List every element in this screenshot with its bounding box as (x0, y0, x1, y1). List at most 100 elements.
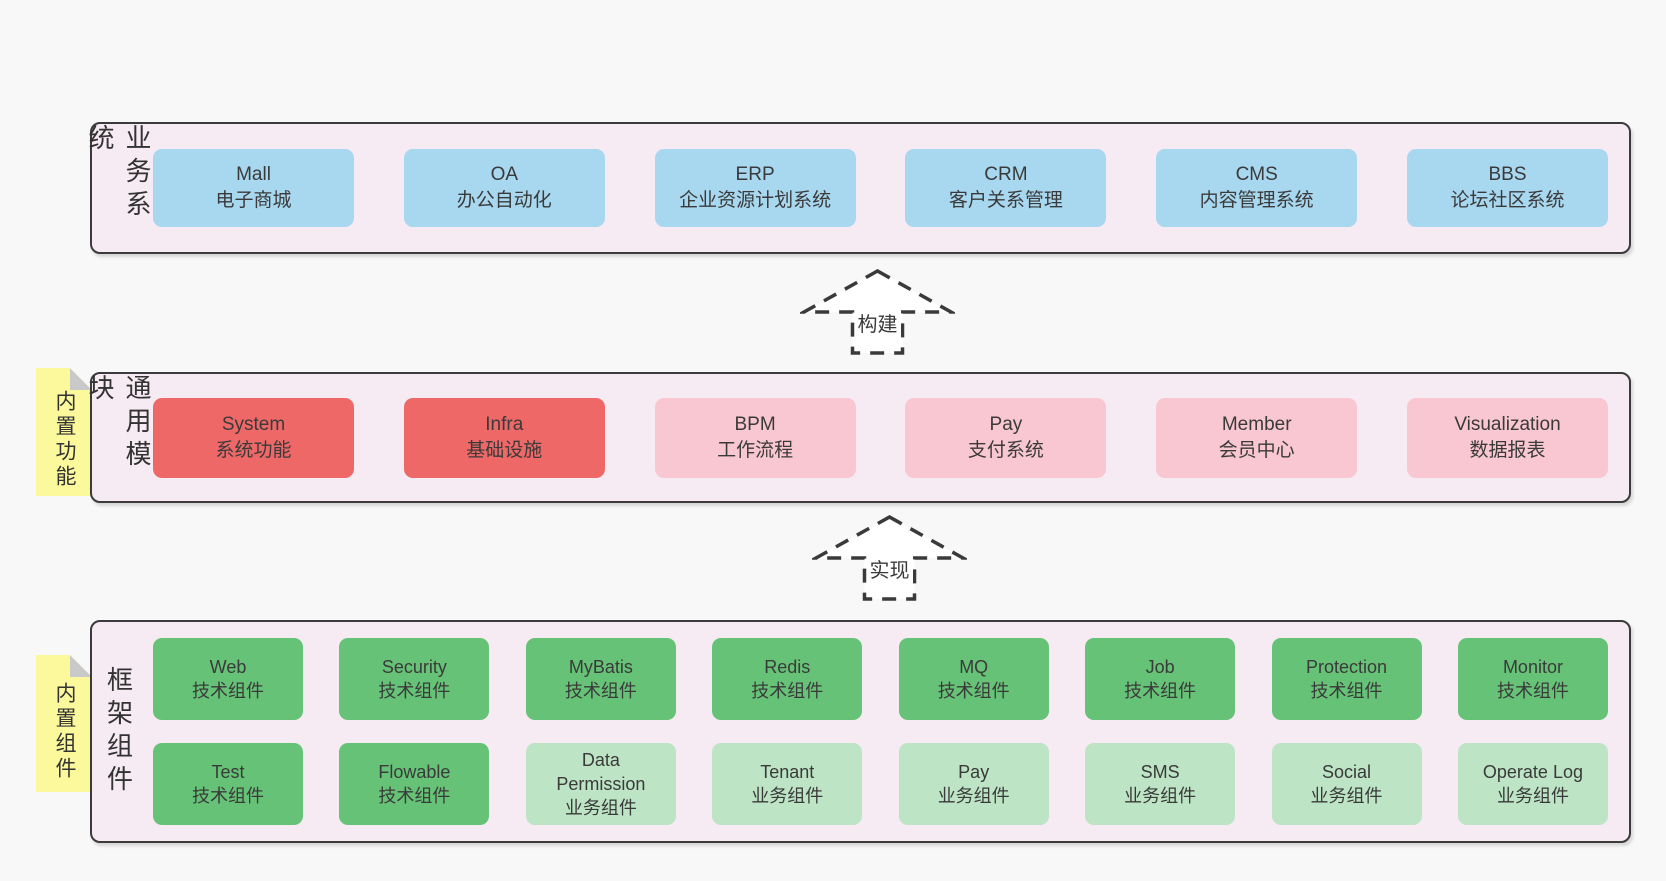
box-title: SMS (1140, 762, 1180, 782)
arrow-label: 构建 (854, 308, 901, 337)
box-subtitle: 技术组件 (378, 681, 451, 701)
box-subtitle: 技术组件 (937, 681, 1010, 701)
box-subtitle: 技术组件 (1124, 681, 1197, 701)
box-subtitle: 工作流程 (717, 439, 794, 461)
box-subtitle: 业务组件 (564, 798, 637, 818)
box-crm: CRM 客户关系管理 (905, 149, 1107, 227)
box-subtitle: 技术组件 (1310, 681, 1383, 701)
box-title: System (221, 413, 286, 435)
box-subtitle: 办公自动化 (456, 190, 552, 211)
box-title: Member (1221, 413, 1292, 435)
box-operate-log: Operate Log 业务组件 (1457, 743, 1608, 825)
box-title: Infra (485, 413, 524, 435)
box-visualization: Visualization 数据报表 (1406, 397, 1608, 478)
box-subtitle: 会员中心 (1218, 439, 1295, 461)
box-title: Data Permission (556, 750, 646, 794)
box-title: Operate Log (1482, 762, 1583, 782)
box-title: Test (211, 762, 245, 782)
sticky-note-label: 内置组件 (53, 681, 76, 782)
box-system: System 系统功能 (153, 397, 354, 478)
box-web: Web 技术组件 (153, 638, 303, 720)
box-flowable: Flowable 技术组件 (339, 743, 490, 825)
box-mybatis: MyBatis 技术组件 (525, 638, 676, 720)
box-member: Member 会员中心 (1156, 397, 1358, 478)
box-subtitle: 技术组件 (564, 681, 637, 701)
box-title: Pay (989, 413, 1023, 435)
box-subtitle: 业务组件 (1496, 786, 1569, 806)
box-subtitle: 技术组件 (192, 786, 264, 806)
fold-corner-icon (70, 655, 92, 677)
box-title: Mall (236, 164, 271, 185)
box-title: MyBatis (568, 657, 633, 677)
box-title: ERP (735, 164, 775, 185)
box-title: Job (1145, 657, 1175, 677)
box-title: Flowable (378, 762, 451, 782)
box-title: BBS (1488, 164, 1527, 185)
box-title: Monitor (1502, 657, 1563, 677)
box-security: Security 技术组件 (339, 638, 490, 720)
box-title: Visualization (1454, 413, 1561, 435)
box-title: CRM (984, 164, 1028, 185)
box-subtitle: 技术组件 (378, 786, 451, 806)
box-redis: Redis 技术组件 (712, 638, 863, 720)
box-monitor: Monitor 技术组件 (1457, 638, 1608, 720)
box-pay: Pay 业务组件 (898, 743, 1049, 825)
box-title: Security (381, 657, 447, 677)
box-job: Job 技术组件 (1085, 638, 1236, 720)
layer-label: 通用模块 (85, 374, 152, 473)
box-subtitle: 技术组件 (1496, 681, 1569, 701)
box-tenant: Tenant 业务组件 (712, 743, 863, 825)
box-title: Redis (764, 657, 811, 677)
box-title: Social (1322, 762, 1372, 782)
arrow-implement: 实现 (812, 512, 967, 602)
box-title: CMS (1235, 164, 1278, 185)
arrow-label: 实现 (866, 554, 913, 583)
box-subtitle: 客户关系管理 (948, 190, 1063, 211)
box-subtitle: 业务组件 (1310, 786, 1383, 806)
box-title: Tenant (760, 762, 815, 782)
box-subtitle: 业务组件 (751, 786, 824, 806)
layer-label: 框架组件 (103, 665, 134, 798)
box-subtitle: 基础设施 (466, 439, 543, 461)
box-subtitle: 内容管理系统 (1199, 190, 1314, 211)
box-title: MQ (959, 657, 989, 677)
box-row: Mall 电子商城 OA 办公自动化 ERP 企业资源计划系统 CRM 客户关系管理 CMS 内容… (153, 149, 1608, 227)
box-mall: Mall 电子商城 (153, 149, 354, 227)
box-data-permission: Data Permission 业务组件 (525, 743, 676, 825)
box-cms: CMS 内容管理系统 (1156, 149, 1358, 227)
box-subtitle: 技术组件 (192, 681, 264, 701)
box-subtitle: 数据报表 (1469, 439, 1546, 461)
box-subtitle: 技术组件 (751, 681, 824, 701)
box-oa: OA 办公自动化 (403, 149, 605, 227)
box-title: Protection (1306, 657, 1388, 677)
box-mq: MQ 技术组件 (898, 638, 1049, 720)
box-erp: ERP 企业资源计划系统 (654, 149, 856, 227)
box-bbs: BBS 论坛社区系统 (1406, 149, 1608, 227)
box-protection: Protection 技术组件 (1271, 638, 1422, 720)
box-title: OA (490, 164, 519, 185)
box-title: Web (209, 657, 247, 677)
box-sms: SMS 业务组件 (1085, 743, 1236, 825)
box-subtitle: 系统功能 (215, 439, 292, 461)
box-subtitle: 业务组件 (937, 786, 1010, 806)
box-subtitle: 业务组件 (1124, 786, 1197, 806)
box-title: BPM (734, 413, 776, 435)
box-subtitle: 企业资源计划系统 (679, 190, 832, 211)
box-subtitle: 论坛社区系统 (1450, 190, 1565, 211)
arrow-build: 构建 (800, 266, 955, 356)
box-subtitle: 电子商城 (215, 190, 292, 211)
sticky-note-built-in-components: 内置组件 (36, 655, 92, 792)
sticky-note-label: 内置功能 (53, 390, 76, 490)
box-test: Test 技术组件 (153, 743, 303, 825)
layer-rows: Mall 电子商城 OA 办公自动化 ERP 企业资源计划系统 CRM 客户关系管理 CMS 内容… (153, 124, 1608, 252)
box-title: Pay (958, 762, 990, 782)
